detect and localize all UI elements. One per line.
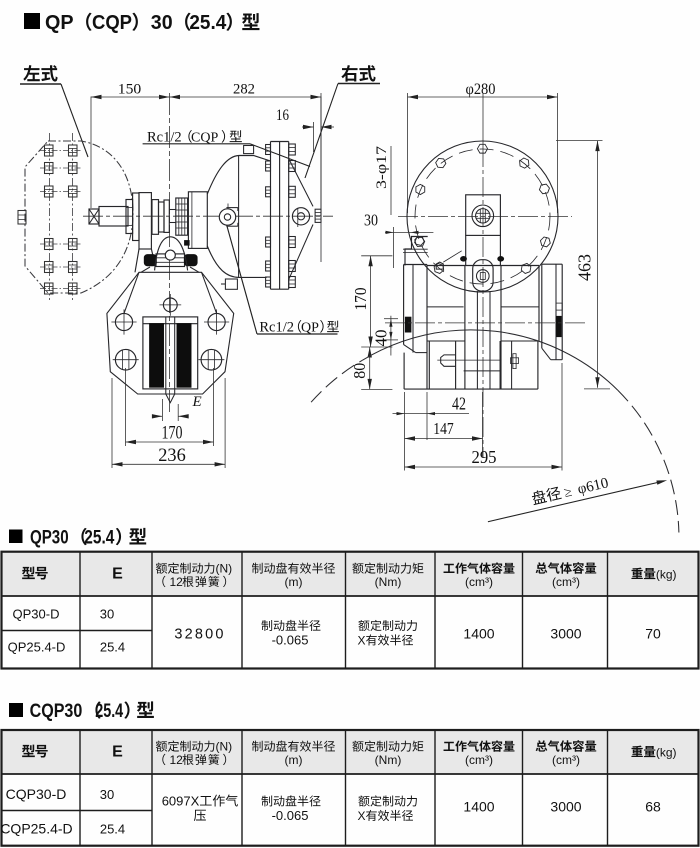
svg-text:CQP25.4-D: CQP25.4-D [0, 821, 72, 837]
svg-text:30: 30 [151, 12, 173, 34]
svg-text:E: E [192, 394, 202, 410]
svg-text:282: 282 [233, 82, 255, 98]
svg-text:25.4: 25.4 [84, 527, 114, 548]
svg-text:Rc1/2: Rc1/2 [147, 130, 182, 146]
svg-text:(Nm): (Nm) [375, 753, 402, 767]
svg-text:(cm³): (cm³) [552, 575, 580, 589]
svg-text:42: 42 [452, 394, 466, 414]
svg-text:32800: 32800 [174, 627, 225, 643]
svg-text:40: 40 [372, 330, 391, 347]
svg-text:295: 295 [472, 447, 497, 467]
svg-text:CQP30: CQP30 [30, 701, 83, 722]
svg-text:QP25.4-D: QP25.4-D [8, 640, 66, 655]
svg-text:(Nm): (Nm) [375, 575, 402, 589]
svg-text:QP: QP [45, 12, 74, 34]
svg-text:68: 68 [645, 799, 661, 815]
svg-text:236: 236 [158, 445, 186, 466]
svg-text:25.4: 25.4 [100, 822, 125, 837]
svg-text:1400: 1400 [463, 799, 494, 815]
svg-text:170: 170 [162, 423, 183, 444]
svg-text:φ610: φ610 [576, 475, 610, 498]
svg-text:QP: QP [301, 321, 319, 336]
svg-text:E: E [112, 743, 123, 760]
svg-text:φ280: φ280 [466, 81, 496, 98]
svg-text:(cm³): (cm³) [465, 753, 493, 767]
svg-text:25.4: 25.4 [95, 701, 123, 722]
svg-text:E: E [112, 565, 123, 582]
svg-text:3000: 3000 [550, 799, 581, 815]
svg-text:3-φ17: 3-φ17 [374, 145, 390, 189]
svg-text:Rc1/2: Rc1/2 [259, 320, 294, 336]
svg-text:(cm³): (cm³) [552, 753, 580, 767]
svg-text:12: 12 [170, 575, 184, 589]
svg-text:150: 150 [118, 82, 142, 98]
svg-text:CQP: CQP [92, 12, 132, 34]
svg-text:16: 16 [276, 107, 289, 124]
svg-text:X: X [357, 809, 365, 823]
svg-text:-0.065: -0.065 [272, 808, 309, 823]
svg-text:X: X [357, 634, 365, 648]
svg-text:30: 30 [100, 607, 114, 622]
svg-text:-0.065: -0.065 [272, 633, 309, 648]
svg-text:(m): (m) [285, 575, 303, 589]
svg-text:QP30: QP30 [30, 527, 69, 548]
svg-text:70: 70 [645, 626, 661, 642]
svg-text:CQP30-D: CQP30-D [6, 786, 67, 802]
svg-text:30: 30 [100, 787, 114, 802]
svg-text:(N): (N) [216, 740, 233, 754]
svg-text:463: 463 [575, 254, 595, 281]
svg-text:12: 12 [170, 753, 184, 767]
svg-text:1400: 1400 [463, 626, 494, 642]
svg-text:≥: ≥ [563, 485, 574, 501]
svg-text:(kg): (kg) [656, 567, 677, 581]
svg-text:147: 147 [433, 419, 454, 438]
svg-text:(kg): (kg) [656, 745, 677, 759]
svg-text:(cm³): (cm³) [465, 575, 493, 589]
svg-text:30: 30 [364, 211, 378, 230]
svg-text:(m): (m) [285, 753, 303, 767]
svg-text:25.4: 25.4 [100, 640, 125, 655]
svg-text:(N): (N) [216, 562, 233, 576]
svg-text:170: 170 [351, 288, 370, 311]
svg-text:80: 80 [350, 363, 369, 379]
svg-text:6097X: 6097X [162, 794, 200, 809]
svg-text:CQP: CQP [191, 131, 218, 146]
svg-text:QP30-D: QP30-D [13, 607, 60, 622]
svg-text:25.4: 25.4 [189, 12, 227, 34]
svg-text:3000: 3000 [550, 626, 581, 642]
